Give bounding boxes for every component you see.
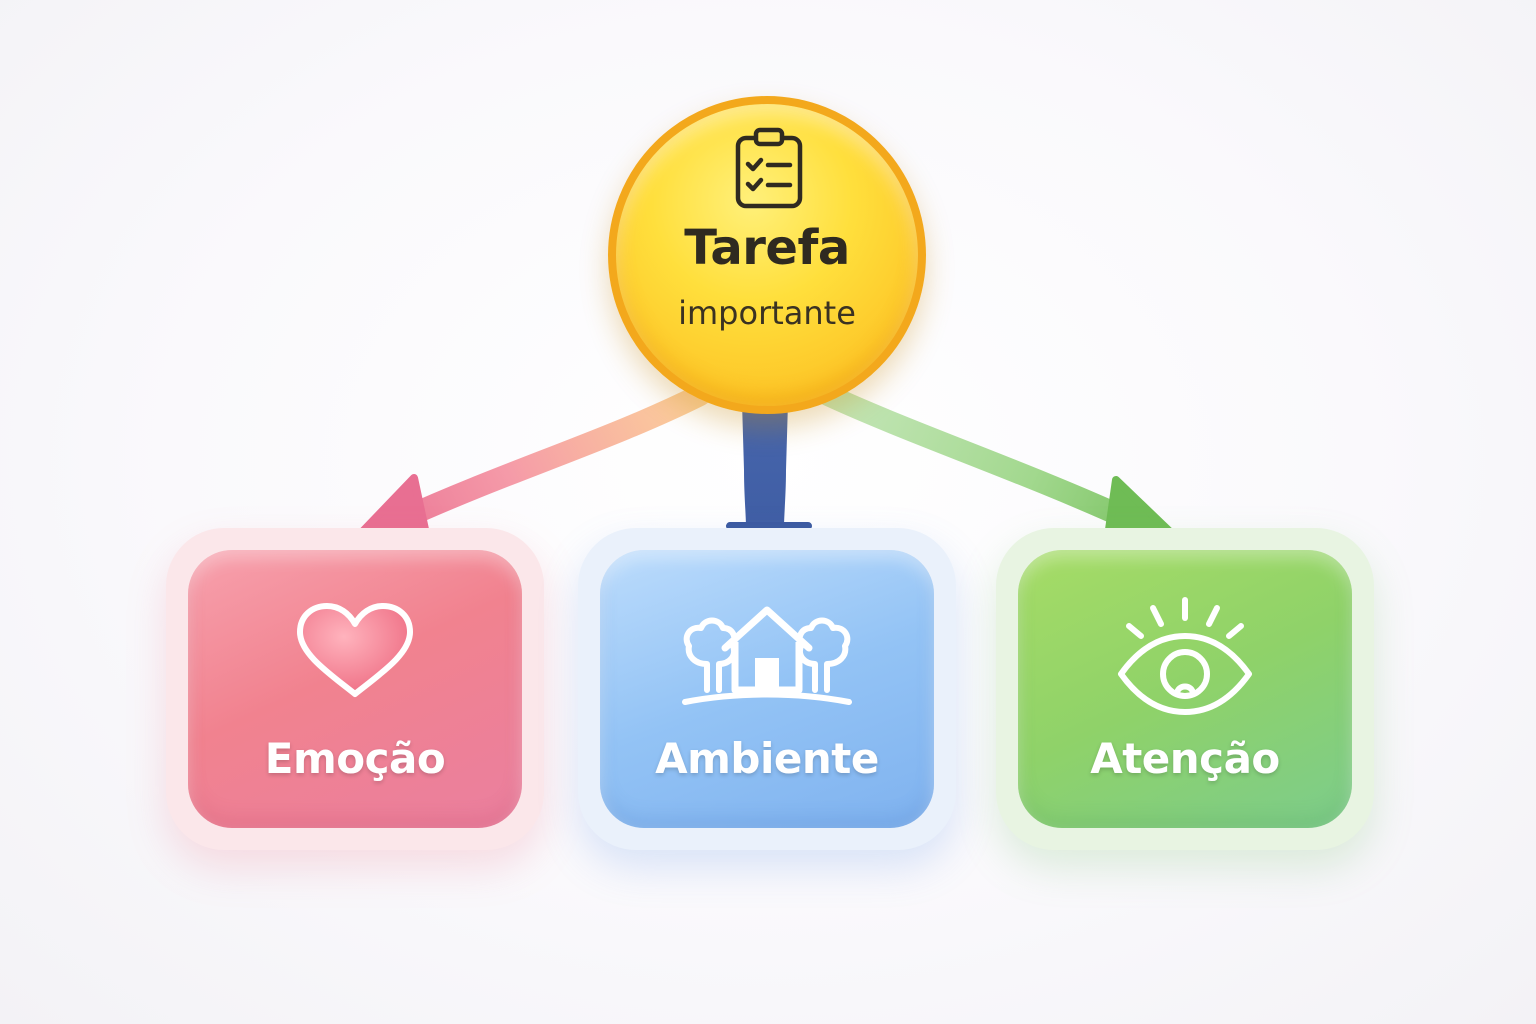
eye-icon [1118,597,1252,715]
card-body-atencao: Atenção [1018,550,1352,828]
card-body-emocao: Emoção [188,550,522,828]
clipboard-checklist-icon [735,127,803,209]
center-node-tarefa-importante: Tarefa importante [608,96,926,414]
category-card-atencao: Atenção [996,528,1374,850]
category-label-emocao: Emoção [264,734,446,783]
center-node-title: Tarefa [684,220,850,276]
category-card-ambiente: Ambiente [578,528,956,850]
category-label-atencao: Atenção [1090,734,1280,783]
card-body-ambiente: Ambiente [600,550,934,828]
heart-icon [297,603,413,697]
house-icon [682,606,852,705]
category-card-emocao: Emoção [166,528,544,850]
center-node-subtitle: importante [678,294,856,332]
category-label-ambiente: Ambiente [655,734,879,783]
